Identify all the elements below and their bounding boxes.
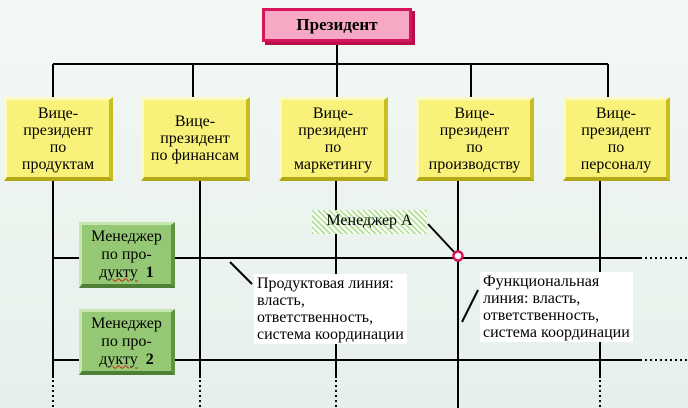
product-manager-1-line: по про- (101, 245, 152, 263)
president-label: Президент (296, 15, 378, 34)
product-manager-2-line: дукту 2 (91, 351, 162, 369)
vp-production-line: по (466, 138, 483, 156)
product-line-note-line: ответственность, (257, 309, 374, 326)
vp-production-line: Вице- (454, 104, 495, 122)
vp-marketing-line: маркетингу (293, 155, 373, 173)
vp-marketing-box: Вице- президент по маркетингу (279, 97, 388, 181)
vp-personnel-box: Вице- президент по персоналу (563, 97, 670, 181)
product-line-note-line: власть, (257, 292, 305, 309)
vp-production-line: президент (439, 121, 510, 139)
vp-finance-line: Вице- (174, 113, 216, 130)
product-manager-2-line: Менеджер (91, 314, 162, 332)
product-manager-2-box: Менеджер по про- дукту 2 (79, 309, 175, 375)
product-manager-2-word: дукту (99, 350, 138, 368)
vp-finance-line: по финансам (150, 147, 240, 164)
functional-line-note: Функциональная линия: власть, ответствен… (480, 272, 633, 342)
president-box: Президент (262, 8, 412, 42)
vp-marketing-line: по (324, 138, 342, 156)
vp-marketing-line: Вице- (312, 104, 354, 122)
product-manager-2-line: по про- (101, 332, 152, 350)
manager-a-pointer (427, 223, 456, 254)
vp-personnel-line: Вице- (595, 104, 637, 122)
vp-products-line: продуктам (21, 155, 95, 173)
product-manager-2-number: 2 (145, 350, 154, 368)
product-manager-1-line: дукту 1 (91, 264, 162, 282)
vp-production-box: Вице- президент по производству (416, 97, 534, 181)
vp-products-box: Вице- президент по продуктам (4, 97, 113, 181)
functional-line-note-line: линия: власть, (483, 290, 581, 307)
vp-products-line: президент (23, 121, 93, 139)
product-manager-1-line: Менеджер (91, 227, 162, 245)
product-manager-1-number: 1 (145, 263, 154, 281)
functional-line-note-line: Функциональная (483, 273, 600, 290)
product-manager-1-word: дукту (99, 263, 138, 281)
vp-production-line: производству (428, 155, 521, 173)
product-line-note: Продуктовая линия: власть, ответственнос… (254, 274, 407, 344)
vp-finance-line: президент (160, 130, 230, 147)
functional-line-note-line: ответственность, (483, 307, 600, 324)
intersection-marker (452, 250, 464, 262)
product-line-note-line: система координации (257, 326, 404, 343)
vp-personnel-line: президент (581, 121, 651, 139)
vp-personnel-line: персоналу (580, 155, 652, 173)
functional-line-note-line: система координации (483, 324, 630, 341)
vp-finance-box: Вице- президент по финансам (141, 97, 250, 181)
vp-marketing-line: президент (298, 121, 368, 139)
product-line-note-line: Продуктовая линия: (257, 275, 394, 292)
vp-products-line: Вице- (37, 104, 79, 122)
product-manager-1-box: Менеджер по про- дукту 1 (79, 222, 175, 288)
manager-a-label: Менеджер А (312, 210, 427, 234)
product-line-pointer (229, 261, 253, 285)
functional-line-pointer (461, 289, 479, 323)
vp-personnel-line: по (607, 138, 625, 156)
vp-products-line: по (49, 138, 67, 156)
